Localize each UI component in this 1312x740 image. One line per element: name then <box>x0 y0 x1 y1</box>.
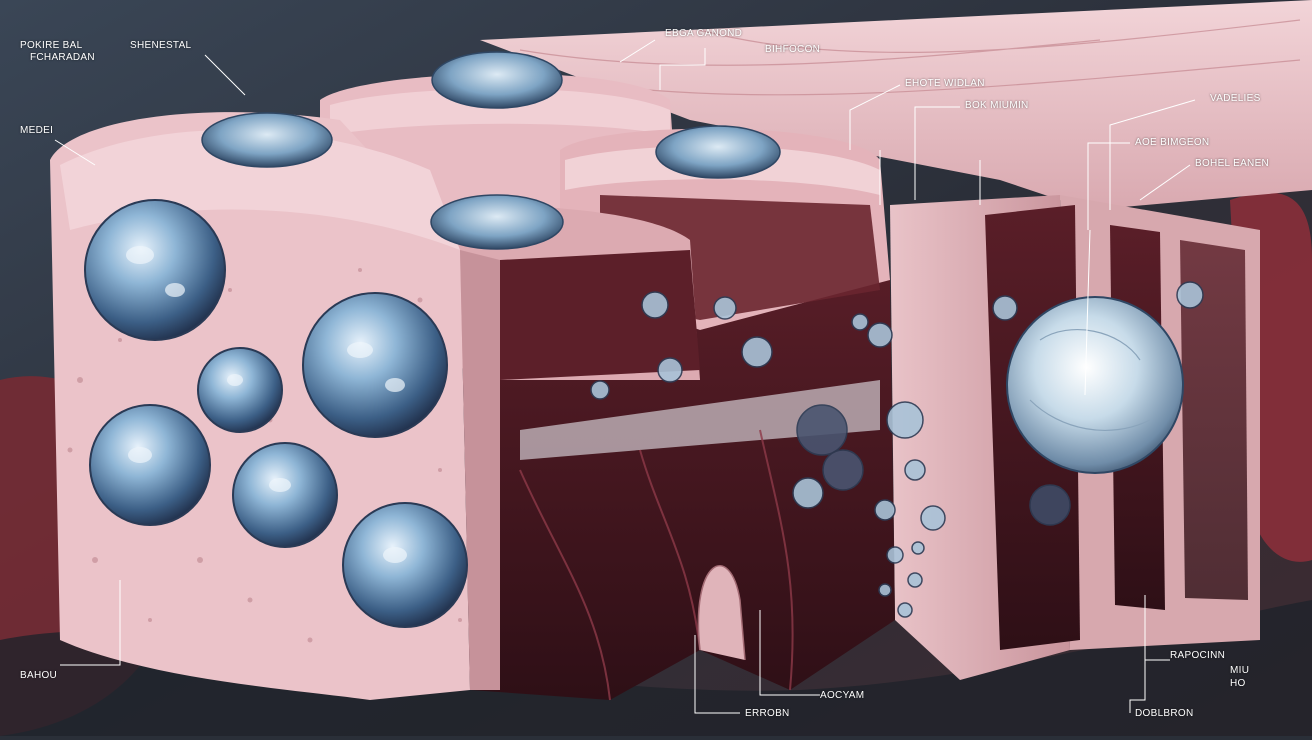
label-vadelies: VADELIES <box>1210 93 1261 104</box>
label-faction: FCHARADAN <box>30 52 95 63</box>
label-medei: MEDEI <box>20 125 54 136</box>
label-errobn: ERROBN <box>745 708 790 719</box>
label-bohel: BOHEL EANEN <box>1195 158 1270 169</box>
label-ebga: EBGA GANOND <box>665 28 743 39</box>
label-bok: BOK MIUMIN <box>965 100 1029 111</box>
label-miu: MIU <box>1230 665 1250 676</box>
label-doblbron: DOBLBRON <box>1135 708 1194 719</box>
label-bilhfocon: BIHFOCON <box>765 44 821 55</box>
label-potential: POKIRE BAL <box>20 40 83 51</box>
label-ho: HO <box>1230 678 1246 689</box>
label-aocyam: AOCYAM <box>820 690 865 701</box>
label-rapocinn: RAPOCINN <box>1170 650 1226 661</box>
label-aoe: AOE BIMGEON <box>1135 137 1210 148</box>
label-sheneral: SHENESTAL <box>130 40 192 51</box>
label-ehote: EHOTE WIDLAN <box>905 78 985 89</box>
label-bahou: BAHOU <box>20 670 58 681</box>
